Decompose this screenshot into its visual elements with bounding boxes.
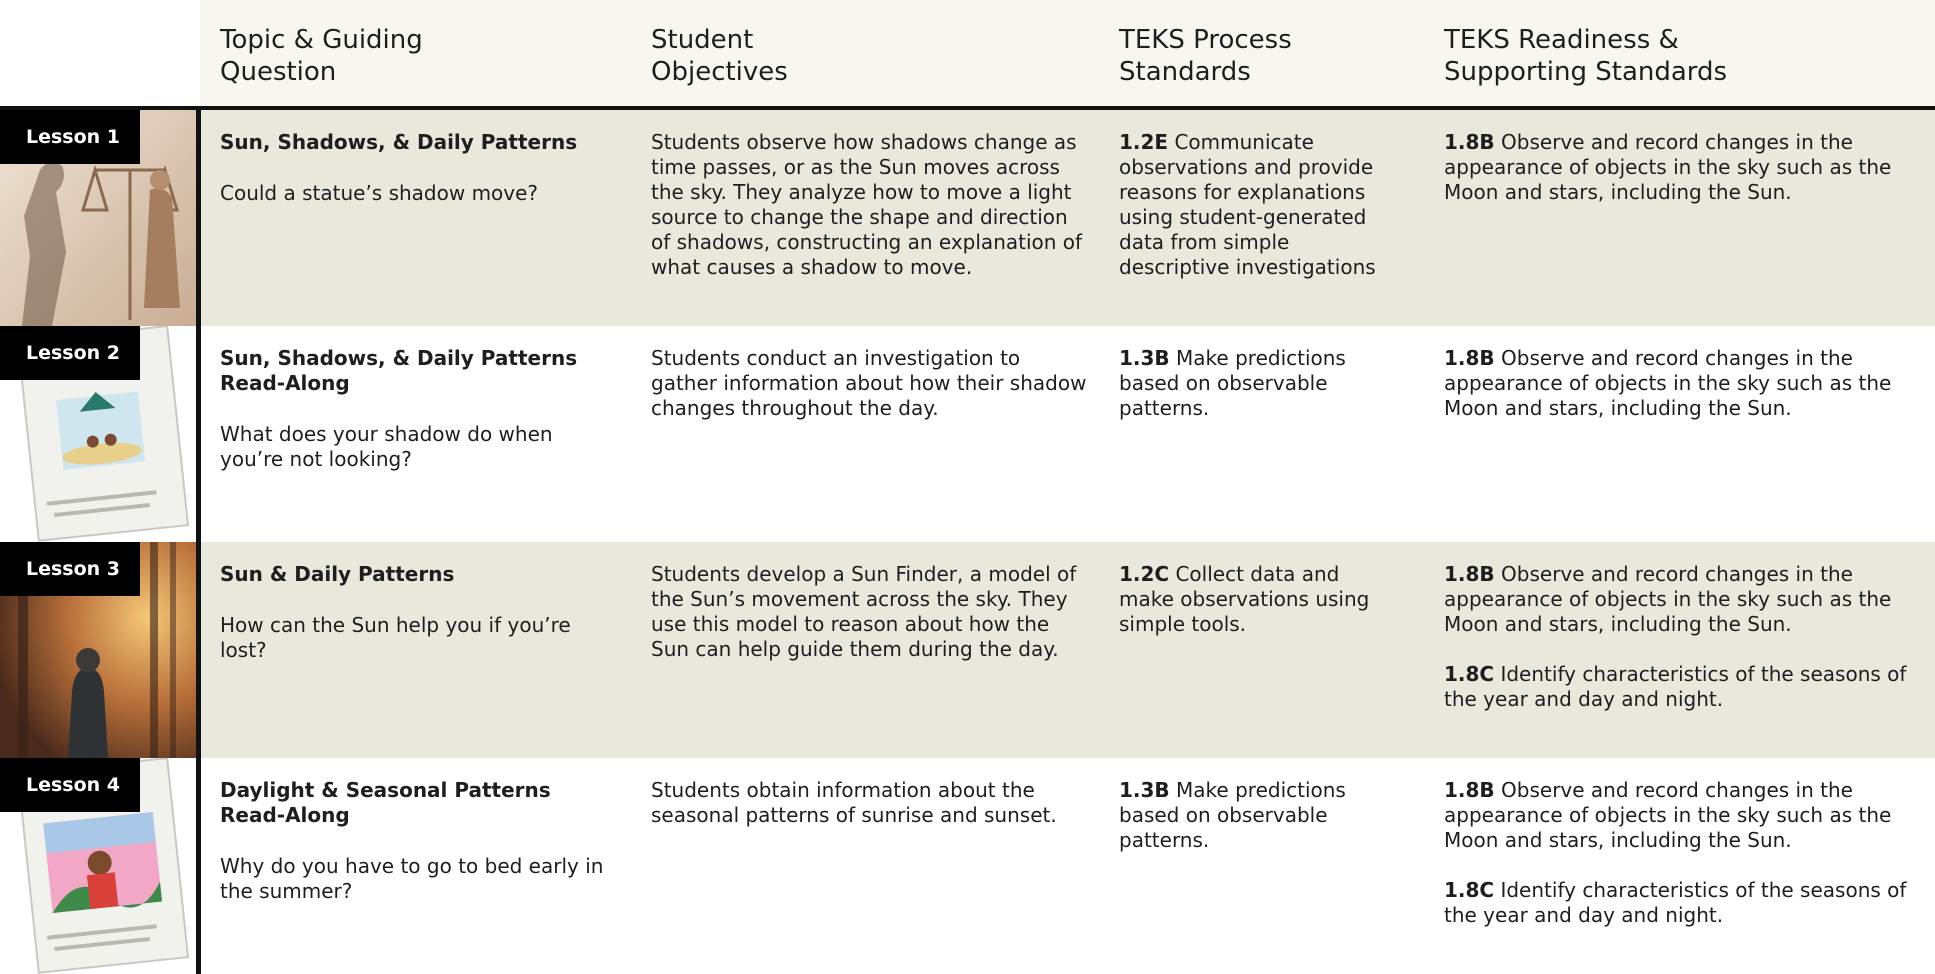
standard-item: 1.8B Observe and record changes in the a… [1444,130,1914,205]
column-divider [196,106,201,974]
table-row: Lesson 2 Sun, Shadows, & Daily Patterns … [0,326,1935,542]
table-row: Lesson 1 Sun, Shadows, & Daily Patterns … [0,110,1935,326]
standard-item: 1.8B Observe and record changes in the a… [1444,778,1914,853]
standard-code: 1.8B [1444,130,1495,154]
process-standard-cell: 1.3B Make predictions based on observabl… [1119,778,1399,853]
objective-cell: Students develop a Sun Finder, a model o… [651,562,1077,661]
standard-code: 1.8C [1444,878,1495,902]
standard-text: Observe and record changes in the appear… [1444,778,1892,852]
topic-title: Sun, Shadows, & Daily Patterns [220,130,578,154]
table-row: Lesson 4 Daylight & Seasonal Patterns Re… [0,758,1935,974]
standard-item: 1.8C Identify characteristics of the sea… [1444,878,1914,928]
header-readiness-standards: TEKS Readiness & Supporting Standards [1444,25,1728,87]
standard-code: 1.8B [1444,346,1495,370]
guiding-question: Could a statue’s shadow move? [220,181,539,205]
standard-item: 1.8B Observe and record changes in the a… [1444,346,1914,421]
topic-title: Daylight & Seasonal Patterns Read-Along [220,778,551,827]
lesson-tag: Lesson 3 [0,542,140,596]
table-row: Lesson 3 Sun & Daily Patterns How can th… [0,542,1935,758]
standard-text: Identify characteristics of the seasons … [1444,878,1907,927]
table-frame [0,106,1935,974]
readiness-standard-cell: 1.8B Observe and record changes in the a… [1444,130,1914,230]
standard-code: 1.8B [1444,562,1495,586]
standard-text: Observe and record changes in the appear… [1444,562,1892,636]
topic-title: Sun & Daily Patterns [220,562,455,586]
objective-cell: Students obtain information about the se… [651,778,1057,827]
lesson-tag: Lesson 1 [0,110,140,164]
topic-cell: Sun, Shadows, & Daily Patterns Could a s… [220,130,620,206]
objective-cell: Students conduct an investigation to gat… [651,346,1087,420]
guiding-question: How can the Sun help you if you’re lost? [220,613,571,662]
standard-code: 1.2C [1119,562,1170,586]
readiness-standard-cell: 1.8B Observe and record changes in the a… [1444,562,1914,737]
standard-text: Collect data and make observations using… [1119,562,1370,636]
readiness-standard-cell: 1.8B Observe and record changes in the a… [1444,778,1914,953]
topic-cell: Sun, Shadows, & Daily Patterns Read-Alon… [220,346,620,472]
standard-code: 1.2E [1119,130,1169,154]
header-objectives: Student Objectives [651,25,788,87]
standard-text: Communicate observations and provide rea… [1119,130,1376,279]
topic-cell: Daylight & Seasonal Patterns Read-Along … [220,778,620,904]
header-process-standards: TEKS Process Standards [1119,25,1292,87]
standard-text: Identify characteristics of the seasons … [1444,662,1907,711]
lesson-tag: Lesson 2 [0,326,140,380]
standard-code: 1.8B [1444,778,1495,802]
standard-text: Make predictions based on observable pat… [1119,778,1346,852]
lesson-tag: Lesson 4 [0,758,140,812]
guiding-question: What does your shadow do when you’re not… [220,422,553,471]
standard-code: 1.3B [1119,778,1170,802]
topic-cell: Sun & Daily Patterns How can the Sun hel… [220,562,620,663]
topic-title: Sun, Shadows, & Daily Patterns Read-Alon… [220,346,578,395]
objective-cell: Students observe how shadows change as t… [651,130,1083,279]
process-standard-cell: 1.2C Collect data and make observations … [1119,562,1399,637]
readiness-standard-cell: 1.8B Observe and record changes in the a… [1444,346,1914,446]
standard-code: 1.3B [1119,346,1170,370]
standard-item: 1.8B Observe and record changes in the a… [1444,562,1914,637]
standard-text: Observe and record changes in the appear… [1444,346,1892,420]
table-header: Topic & Guiding Question Student Objecti… [200,0,1935,106]
standard-text: Observe and record changes in the appear… [1444,130,1892,204]
standard-item: 1.8C Identify characteristics of the sea… [1444,662,1914,712]
header-topic: Topic & Guiding Question [220,25,423,87]
standard-text: Make predictions based on observable pat… [1119,346,1346,420]
guiding-question: Why do you have to go to bed early in th… [220,854,604,903]
process-standard-cell: 1.3B Make predictions based on observabl… [1119,346,1399,421]
process-standard-cell: 1.2E Communicate observations and provid… [1119,130,1399,280]
standard-code: 1.8C [1444,662,1495,686]
